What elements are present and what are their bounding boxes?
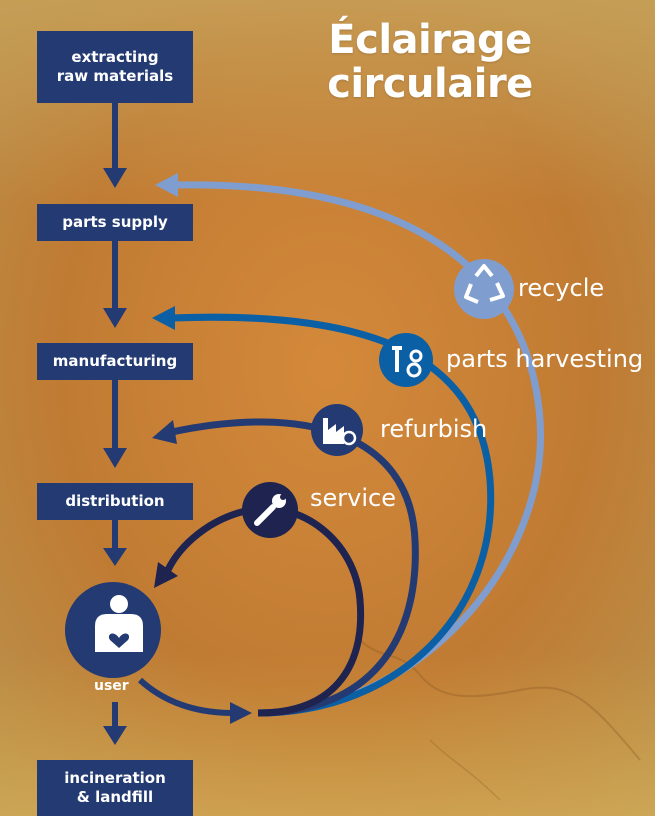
wrench-icon [242,482,298,538]
service-loop-arrow [154,505,365,717]
user-label: user [94,678,129,694]
stage-parts-supply: parts supply [37,204,193,241]
chain-arrow-distribution-to-user [103,520,127,566]
title-line2: circulaire [327,61,533,107]
service-label: service [310,484,396,512]
factory-refresh-icon [311,404,363,456]
refurbish-label: refurbish [380,415,488,443]
stage-manufacturing-label: manufacturing [52,352,178,370]
parts-harvesting-label: parts harvesting [446,345,644,373]
user-heart-icon [95,595,143,652]
stage-incineration-landfill: incineration & landfill [37,760,193,816]
stage-manufacturing: manufacturing [37,343,193,380]
chain-arrow-user-to-landfill [103,702,127,745]
stage-incineration-line2: & landfill [76,788,154,806]
refurbish-loop-arrow [152,418,419,717]
chain-arrow-manufacturing-to-distribution [103,380,127,468]
diagram-title: Éclairage circulaire [290,18,570,106]
chain-arrow-extract-to-supply [103,103,127,188]
user-to-hub-arrow [137,677,252,724]
stage-extracting-line2: raw materials [56,67,174,85]
stage-incineration-line1: incineration [64,769,166,787]
recycle-icon [454,259,514,319]
stage-extracting-raw-materials: extracting raw materials [37,31,193,103]
stage-distribution-label: distribution [65,492,165,510]
recycle-label: recycle [518,274,605,302]
chain-arrow-supply-to-manufacturing [103,241,127,328]
title-line1: Éclairage [328,17,532,63]
stage-extracting-line1: extracting [71,48,159,66]
tools-gear-icon [379,333,433,387]
parts-harvesting-loop-arrow [152,306,495,717]
stage-distribution: distribution [37,483,193,520]
stage-parts-supply-label: parts supply [62,213,168,231]
